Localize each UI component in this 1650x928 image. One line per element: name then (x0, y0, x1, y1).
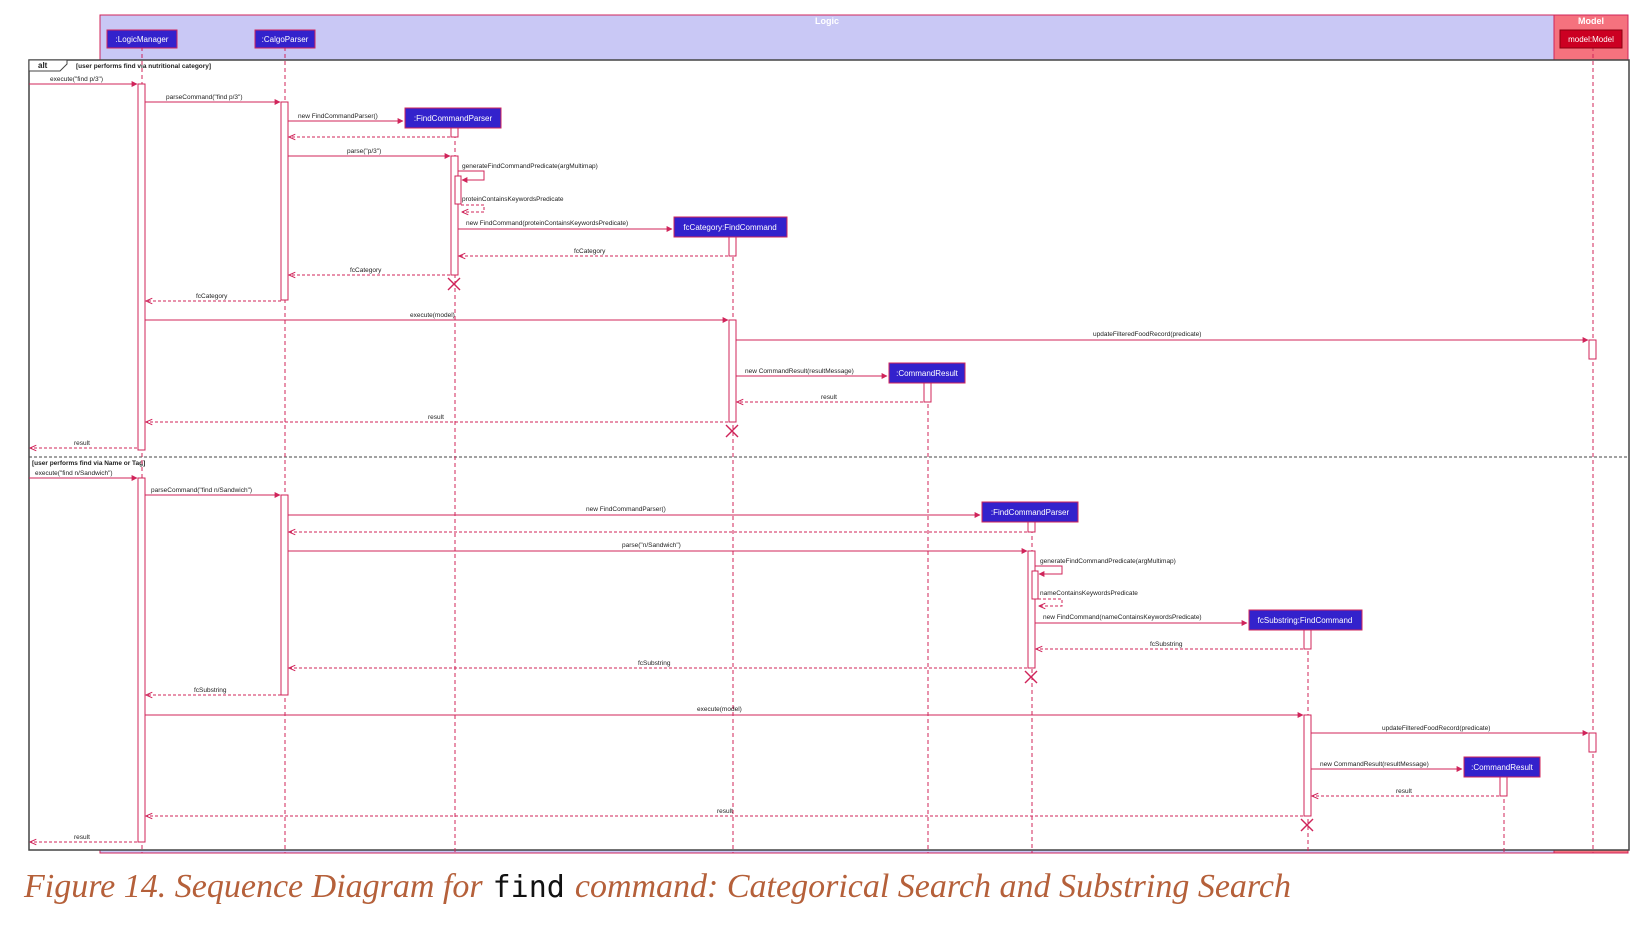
activation-logic-manager-2 (137, 477, 146, 843)
msg-2-new-result-label: new CommandResult(resultMessage) (1320, 761, 1429, 768)
destroy-category-command (725, 424, 739, 438)
participant-command-result-1: :CommandResult (888, 362, 966, 384)
participant-category-command: fcCategory:FindCommand (673, 216, 788, 238)
msg-2-predicate (1038, 598, 1063, 606)
participant-find-parser-2: :FindCommandParser (981, 501, 1079, 523)
msg-1-generate (458, 170, 485, 183)
alt-operator-tab (28, 59, 68, 72)
msg-2-generate (1035, 565, 1063, 577)
participant-substring-command: fcSubstring:FindCommand (1248, 609, 1363, 631)
sequence-diagram: Logic Model alt [user performs find via … (28, 14, 1630, 854)
alt-fragment (28, 59, 1630, 851)
msg-1-parse-label: parse("p/3") (347, 148, 381, 155)
msg-1-generate-label: generateFindCommandPredicate(argMultimap… (462, 163, 598, 170)
activation-calgo-parser-2 (280, 494, 289, 696)
participant-calgo-parser-label: :CalgoParser (262, 35, 309, 44)
msg-1-new-command-label: new FindCommand(proteinContainsKeywordsP… (466, 220, 628, 227)
participant-logic-manager: :LogicManager (106, 29, 178, 49)
activation-calgo-parser-1 (280, 101, 289, 301)
msg-2-generate-label: generateFindCommandPredicate(argMultimap… (1040, 558, 1176, 565)
participant-logic-manager-label: :LogicManager (116, 35, 169, 44)
msg-2-result-2-label: result (717, 808, 733, 815)
msg-2-update-label: updateFilteredFoodRecord(predicate) (1382, 725, 1490, 732)
participant-calgo-parser: :CalgoParser (254, 29, 316, 49)
activation-command-result-2 (1499, 776, 1508, 797)
msg-1-predicate (461, 204, 485, 212)
msg-2-result-3-label: result (74, 834, 90, 841)
msg-2-return-fc-3-label: fcSubstring (194, 687, 227, 694)
msg-1-execute-label: execute("find p/3") (50, 76, 103, 83)
msg-2-execute-label: execute("find n/Sandwich") (35, 470, 113, 477)
msg-1-result-2-label: result (428, 414, 444, 421)
msg-1-parse-command-label: parseCommand("find p/3") (166, 94, 243, 101)
msg-1-return-fc-1-label: fcCategory (574, 248, 606, 255)
participant-command-result-2-label: :CommandResult (1471, 763, 1534, 772)
caption-code: find (492, 870, 565, 905)
activation-command-result-1 (923, 382, 932, 403)
activation-model-2 (1588, 732, 1597, 753)
activation-find-parser-2c (1031, 570, 1039, 600)
activation-find-parser-2b (1027, 550, 1036, 669)
participant-model: model:Model (1559, 29, 1623, 49)
msg-1-update-label: updateFilteredFoodRecord(predicate) (1093, 331, 1201, 338)
msg-1-return-fc-3-label: fcCategory (196, 293, 228, 300)
participant-category-command-label: fcCategory:FindCommand (683, 223, 776, 232)
participant-find-parser-1-label: :FindCommandParser (414, 114, 493, 123)
activation-substring-command-a (1303, 629, 1312, 650)
activation-find-parser-1b (450, 155, 459, 276)
msg-2-return-fc-1-label: fcSubstring (1150, 641, 1183, 648)
activation-find-parser-1a (450, 127, 459, 138)
destroy-substring-command (1300, 818, 1314, 832)
msg-2-parse-command-label: parseCommand("find n/Sandwich") (151, 487, 252, 494)
participant-model-label: model:Model (1568, 35, 1614, 44)
caption-suffix: command: Categorical Search and Substrin… (574, 868, 1291, 905)
alt-operator: alt (38, 61, 48, 70)
msg-1-return-fc-2-label: fcCategory (350, 267, 382, 274)
msg-2-new-parser-label: new FindCommandParser() (586, 506, 666, 513)
msg-2-parse-label: parse("n/Sandwich") (622, 542, 681, 549)
figure-caption: Figure 14. Sequence Diagram for find comma… (24, 868, 1291, 906)
msg-2-predicate-label: nameContainsKeywordsPredicate (1040, 590, 1138, 597)
msg-2-result-1-label: result (1396, 788, 1412, 795)
activation-substring-command-b (1303, 714, 1312, 817)
msg-1-predicate-label: proteinContainsKeywordsPredicate (462, 196, 564, 203)
activation-find-parser-2a (1027, 521, 1036, 533)
activation-logic-manager-1 (137, 83, 146, 451)
participant-command-result-1-label: :CommandResult (896, 369, 959, 378)
participant-find-parser-2-label: :FindCommandParser (991, 508, 1070, 517)
msg-1-execute-model-label: execute(model) (410, 312, 455, 319)
msg-2-new-command-label: new FindCommand(nameContainsKeywordsPred… (1043, 614, 1202, 621)
participant-find-parser-1: :FindCommandParser (404, 107, 502, 129)
caption-prefix: Figure 14. Sequence Diagram for (24, 868, 483, 905)
activation-model-1 (1588, 339, 1597, 360)
alt-guard-2: [user performs find via Name or Tag] (32, 460, 145, 467)
msg-2-return-fc-2-label: fcSubstring (638, 660, 671, 667)
alt-guard-1: [user performs find via nutritional cate… (76, 63, 211, 70)
participant-command-result-2: :CommandResult (1463, 756, 1541, 778)
msg-1-new-parser-label: new FindCommandParser() (298, 113, 378, 120)
msg-1-new-result-label: new CommandResult(resultMessage) (745, 368, 854, 375)
msg-1-result-1-label: result (821, 394, 837, 401)
msg-2-execute-model-label: execute(model) (697, 706, 742, 713)
model-group-label: Model (1578, 16, 1604, 26)
destroy-find-parser-1 (447, 277, 461, 291)
participant-substring-command-label: fcSubstring:FindCommand (1258, 616, 1353, 625)
logic-group-label: Logic (815, 16, 839, 26)
activation-category-command-a (728, 236, 737, 257)
msg-1-result-3-label: result (74, 440, 90, 447)
activation-category-command-b (728, 319, 737, 423)
destroy-find-parser-2 (1024, 670, 1038, 684)
activation-find-parser-1c (454, 175, 462, 205)
